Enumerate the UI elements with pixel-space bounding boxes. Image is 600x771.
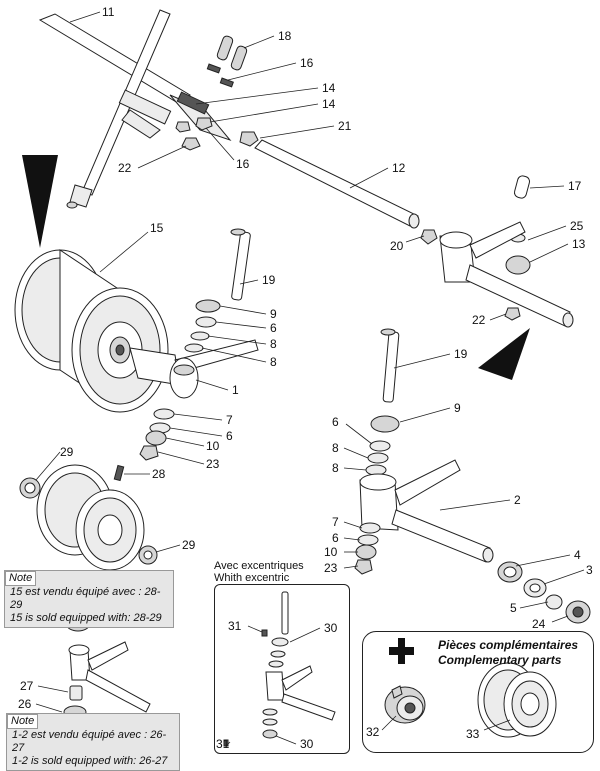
callout-21: 21 xyxy=(338,119,352,133)
note-line-fr: 1-2 est vendu équipé avec : 26-27 xyxy=(12,729,167,754)
arrow-down-right xyxy=(478,328,530,380)
callout-22: 22 xyxy=(472,313,486,327)
bearings-right xyxy=(497,561,591,624)
complementary-title: Pièces complémentaires Complementary par… xyxy=(438,638,578,668)
complementary-line-fr: Pièces complémentaires xyxy=(438,638,579,652)
plus-icon xyxy=(389,638,414,664)
callout-6: 6 xyxy=(332,531,339,545)
excentric-title: Avec excentriques Whith excentric xyxy=(214,560,304,584)
callout-22: 22 xyxy=(118,161,132,175)
callout-33: 33 xyxy=(466,727,480,741)
callout-5: 5 xyxy=(510,601,517,615)
callout-13: 13 xyxy=(572,237,586,251)
callout-8: 8 xyxy=(332,461,339,475)
note-spindle: Note 1-2 est vendu équipé avec : 26-27 1… xyxy=(6,713,180,771)
callout-30: 30 xyxy=(300,737,314,751)
excentric-line-fr: Avec excentriques xyxy=(214,560,304,572)
note-label: Note xyxy=(5,571,37,586)
complementary-line-en: Complementary parts xyxy=(438,653,562,667)
note-line-fr: 15 est vendu équipé avec : 28-29 xyxy=(10,586,161,611)
frame-tubes xyxy=(38,9,191,209)
wheel-15 xyxy=(14,249,169,413)
callout-31: 31 xyxy=(228,619,242,633)
callout-9: 9 xyxy=(454,401,461,415)
callout-29: 29 xyxy=(60,445,74,459)
callout-24: 24 xyxy=(532,617,546,631)
callout-4: 4 xyxy=(574,548,581,562)
complementary-frame xyxy=(362,631,594,753)
spindle-2 xyxy=(354,328,494,575)
spindle-lower-left xyxy=(63,618,151,719)
rim-33 xyxy=(477,662,557,738)
leader-lines xyxy=(35,11,585,747)
callout-12: 12 xyxy=(392,161,406,175)
callout-14: 14 xyxy=(322,81,336,95)
complementary-parts xyxy=(384,662,557,738)
spindle-excentric xyxy=(223,591,336,747)
note-wheel-15: Note 15 est vendu équipé avec : 28-29 15… xyxy=(4,570,174,628)
rim-lower-left xyxy=(19,464,158,571)
callout-8: 8 xyxy=(270,355,277,369)
callout-6: 6 xyxy=(226,429,233,443)
callout-20: 20 xyxy=(390,239,404,253)
callout-numbers: 11 18 16 14 14 21 22 16 12 17 25 13 20 2… xyxy=(18,5,593,751)
hub-32 xyxy=(384,685,426,724)
arrow-down-left xyxy=(22,155,58,248)
callout-16: 16 xyxy=(300,56,314,70)
callout-7: 7 xyxy=(226,413,233,427)
callout-29: 29 xyxy=(182,538,196,552)
callout-8: 8 xyxy=(270,337,277,351)
callout-10: 10 xyxy=(206,439,220,453)
callout-9: 9 xyxy=(270,307,277,321)
callout-17: 17 xyxy=(568,179,582,193)
note-label: Note xyxy=(7,714,39,729)
excentric-line-en: Whith excentric xyxy=(214,572,290,584)
callout-23: 23 xyxy=(324,561,338,575)
spindle-13 xyxy=(420,175,574,328)
callout-31: 31 xyxy=(216,737,230,751)
callout-10: 10 xyxy=(324,545,338,559)
callout-19: 19 xyxy=(262,273,276,287)
callout-6: 6 xyxy=(270,321,277,335)
callout-15: 15 xyxy=(150,221,164,235)
callout-14: 14 xyxy=(322,97,336,111)
excentric-frame xyxy=(214,584,350,754)
callout-23: 23 xyxy=(206,457,220,471)
callout-16: 16 xyxy=(236,157,250,171)
callout-11: 11 xyxy=(102,5,115,19)
callout-8: 8 xyxy=(332,441,339,455)
callout-19: 19 xyxy=(454,347,468,361)
callout-30: 30 xyxy=(324,621,338,635)
callout-18: 18 xyxy=(278,29,292,43)
callout-25: 25 xyxy=(570,219,584,233)
callout-1: 1 xyxy=(232,383,239,397)
callout-28: 28 xyxy=(152,467,166,481)
callout-7: 7 xyxy=(332,515,339,529)
callout-3: 3 xyxy=(586,563,593,577)
note-line-en: 15 is sold equipped with: 28-29 xyxy=(10,612,162,624)
callout-26: 26 xyxy=(18,697,32,711)
callout-6: 6 xyxy=(332,415,339,429)
callout-32: 32 xyxy=(366,725,380,739)
callout-2: 2 xyxy=(514,493,521,507)
callout-27: 27 xyxy=(20,679,34,693)
axle-assembly xyxy=(169,35,420,229)
